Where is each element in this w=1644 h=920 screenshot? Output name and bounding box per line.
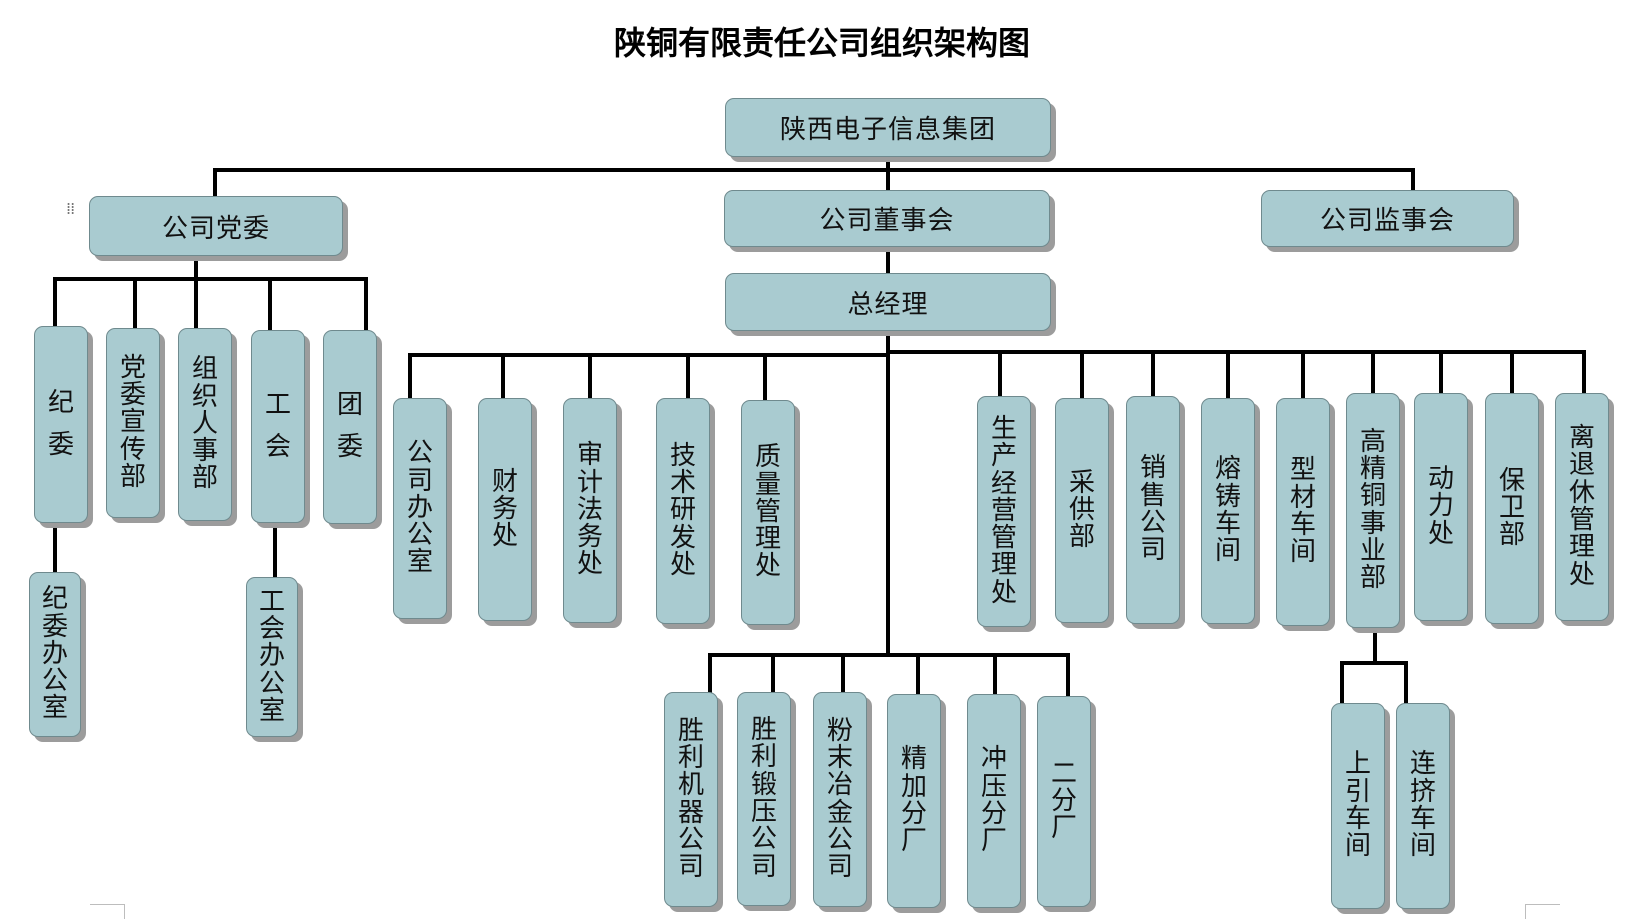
node-precision-branch: 精加分厂: [887, 694, 941, 908]
node-casting-workshop: 熔铸车间: [1201, 398, 1255, 624]
node-high-precision-copper: 高精铜事业部: [1346, 393, 1400, 628]
node-union-office: 工会办公室: [246, 577, 298, 737]
node-profile-workshop: 型材车间: [1276, 398, 1330, 626]
node-label: 冲压分厂: [980, 744, 1007, 857]
node-label: 财务处: [491, 466, 518, 552]
node-label: 公司党委: [161, 213, 270, 244]
node-label: 质量管理处: [754, 442, 781, 582]
node-label: 公司监事会: [1319, 206, 1455, 236]
node-label: 连挤车间: [1409, 749, 1436, 862]
node-security: 保卫部: [1485, 393, 1539, 624]
node-stamping-branch: 冲压分厂: [967, 694, 1021, 908]
node-label: 精加分厂: [900, 744, 927, 857]
node-label: 工会: [264, 389, 291, 462]
page-corner-mark: [90, 904, 125, 919]
node-company-office: 公司办公室: [393, 398, 447, 619]
node-label: 胜利机器公司: [677, 715, 704, 883]
node-propaganda-dept: 党委宣传部: [106, 328, 160, 518]
node-label: 纪委: [47, 387, 74, 460]
node-board: 公司董事会: [724, 190, 1050, 247]
node-label: 二分厂: [1050, 758, 1077, 844]
node-label: 生产经营管理处: [990, 413, 1017, 608]
node-extrusion-workshop: 连挤车间: [1396, 703, 1450, 909]
node-personnel-dept: 组织人事部: [178, 328, 232, 521]
node-label: 审计法务处: [576, 440, 603, 580]
node-production-mgmt: 生产经营管理处: [977, 396, 1031, 627]
node-label: 上引车间: [1344, 749, 1371, 862]
drag-handle-icon[interactable]: ⁞⁞: [66, 199, 75, 218]
node-label: 公司办公室: [406, 438, 433, 578]
node-party-committee: 公司党委: [89, 196, 343, 256]
node-label: 动力处: [1427, 464, 1454, 549]
node-youth-league: 团委: [323, 330, 377, 524]
node-general-manager: 总经理: [725, 273, 1051, 331]
node-label: 陕西电子信息集团: [779, 115, 996, 145]
node-label: 离退休管理处: [1568, 423, 1595, 590]
node-audit-legal: 审计法务处: [563, 398, 617, 623]
node-label: 高精铜事业部: [1359, 426, 1386, 594]
node-supervisory-board: 公司监事会: [1261, 190, 1514, 247]
node-finance: 财务处: [478, 398, 532, 621]
node-upcast-workshop: 上引车间: [1331, 703, 1385, 909]
node-retiree-mgmt: 离退休管理处: [1555, 393, 1609, 621]
node-label: 团委: [336, 390, 363, 462]
node-label: 总经理: [847, 289, 929, 320]
node-group: 陕西电子信息集团: [725, 98, 1051, 157]
node-power: 动力处: [1414, 393, 1468, 621]
node-label: 销售公司: [1139, 453, 1166, 566]
node-label: 纪委办公室: [41, 584, 68, 724]
page-title: 陕铜有限责任公司组织架构图: [613, 24, 1030, 62]
node-quality-mgmt: 质量管理处: [741, 400, 795, 625]
node-sales-company: 销售公司: [1126, 396, 1180, 624]
node-label: 粉末冶金公司: [826, 715, 853, 883]
node-labor-union: 工会: [251, 330, 305, 523]
node-label: 组织人事部: [191, 354, 218, 494]
node-second-branch: 二分厂: [1037, 696, 1091, 907]
node-discipline-committee: 纪委: [34, 326, 88, 523]
node-procurement: 采供部: [1055, 398, 1109, 623]
node-label: 技术研发处: [669, 440, 696, 580]
node-shengli-forging: 胜利锻压公司: [737, 692, 791, 906]
node-powder-metallurgy: 粉末冶金公司: [813, 692, 867, 907]
page-corner-mark: [1525, 904, 1560, 919]
node-shengli-machinery: 胜利机器公司: [664, 692, 718, 907]
node-discipline-office: 纪委办公室: [29, 572, 81, 737]
node-label: 熔铸车间: [1214, 454, 1241, 567]
node-label: 胜利锻压公司: [750, 715, 777, 882]
node-label: 采供部: [1068, 467, 1095, 553]
node-label: 保卫部: [1498, 465, 1525, 551]
node-label: 公司董事会: [819, 206, 955, 236]
node-label: 党委宣传部: [119, 352, 146, 492]
node-label: 型材车间: [1289, 455, 1316, 568]
node-label: 工会办公室: [258, 586, 285, 726]
node-tech-rd: 技术研发处: [656, 398, 710, 624]
